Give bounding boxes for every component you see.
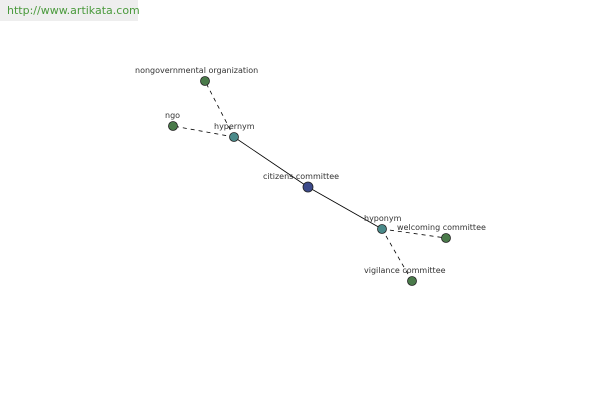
- node-welcoming[interactable]: [441, 233, 451, 243]
- node-label-vigilance: vigilance committee: [364, 266, 446, 275]
- graph-nodes: nongovernmental organization ngo hyperny…: [135, 66, 486, 286]
- site-link[interactable]: http://www.artikata.com: [7, 4, 140, 17]
- edge-center-hypernym: [233, 136, 309, 188]
- node-label-hypernym: hypernym: [214, 122, 255, 131]
- site-banner: http://www.artikata.com: [0, 0, 140, 21]
- node-hypernym[interactable]: [229, 132, 239, 142]
- graph-edges: [172, 80, 447, 282]
- node-label-ngo: ngo: [165, 111, 180, 120]
- node-ngo[interactable]: [168, 121, 178, 131]
- node-label-welcoming: welcoming committee: [397, 223, 486, 232]
- node-center[interactable]: [302, 181, 314, 193]
- edge-hypernym-ngo: [172, 125, 235, 138]
- edge-hypernym-ngo-org: [204, 80, 235, 138]
- node-vigilance[interactable]: [407, 276, 417, 286]
- node-label-hyponym: hyponym: [364, 214, 402, 223]
- node-label-ngo-org: nongovernmental organization: [135, 66, 258, 75]
- edge-center-hyponym: [307, 186, 383, 230]
- node-label-center: citizens committee: [263, 172, 339, 181]
- node-hyponym[interactable]: [377, 224, 387, 234]
- node-ngo-org[interactable]: [200, 76, 210, 86]
- edge-hyponym-vigilance: [381, 228, 413, 282]
- edge-hyponym-welcoming: [381, 228, 447, 239]
